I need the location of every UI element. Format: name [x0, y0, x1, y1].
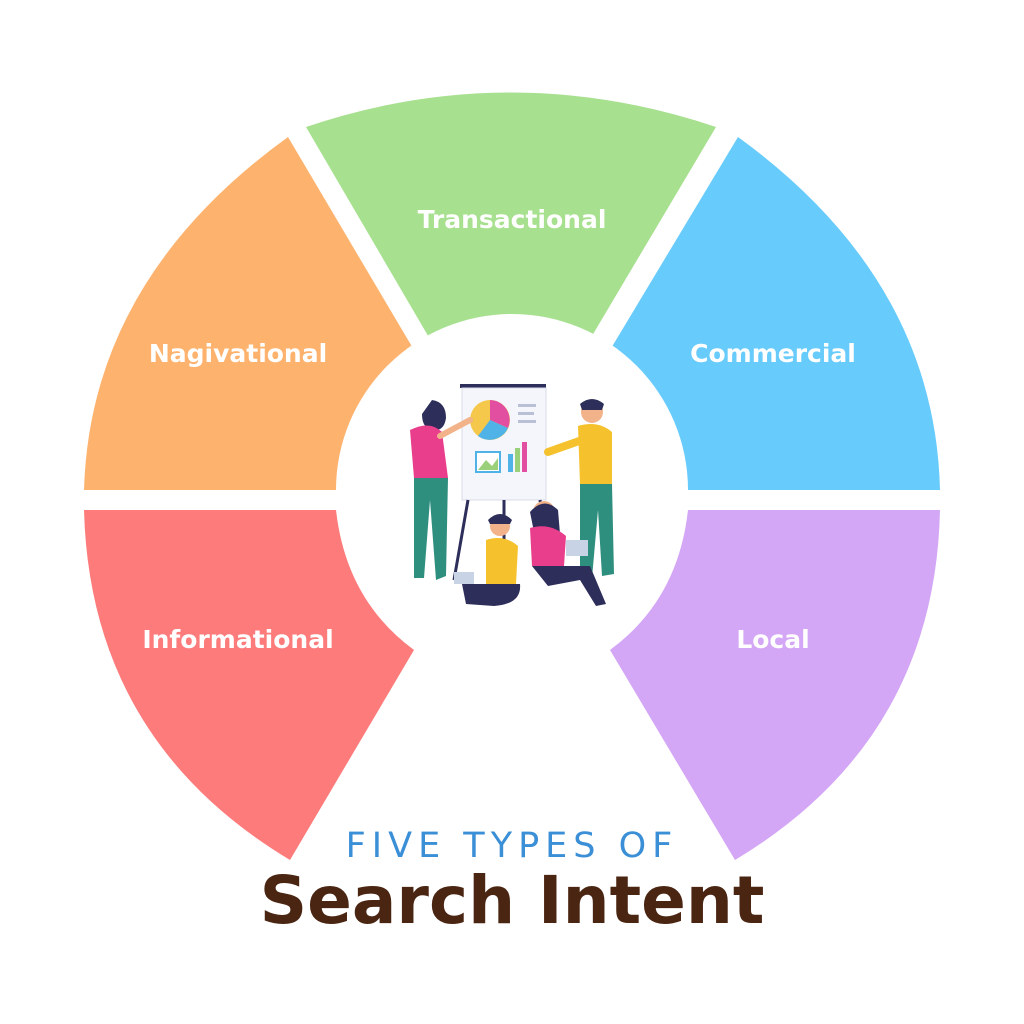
- segment-navigational: [84, 137, 414, 490]
- segment-commercial: [610, 137, 940, 490]
- seated-team-icon: [454, 501, 606, 606]
- diagram-title: Search Intent: [259, 862, 765, 939]
- segment-local: [610, 510, 940, 860]
- segment-label-informational: Informational: [142, 625, 333, 654]
- presentation-board-icon: [452, 384, 554, 588]
- segment-label-commercial: Commercial: [690, 339, 856, 368]
- segment-informational: [84, 510, 414, 860]
- diagram-subtitle: FIVE TYPES OF: [345, 826, 679, 866]
- segment-transactional: [306, 92, 716, 346]
- segment-label-navigational: Nagivational: [149, 339, 327, 368]
- presenter-man-icon: [544, 399, 614, 578]
- presenter-woman-icon: [410, 400, 473, 580]
- segment-label-local: Local: [736, 625, 809, 654]
- segment-label-transactional: Transactional: [418, 205, 607, 234]
- team-presentation-illustration: [336, 314, 688, 666]
